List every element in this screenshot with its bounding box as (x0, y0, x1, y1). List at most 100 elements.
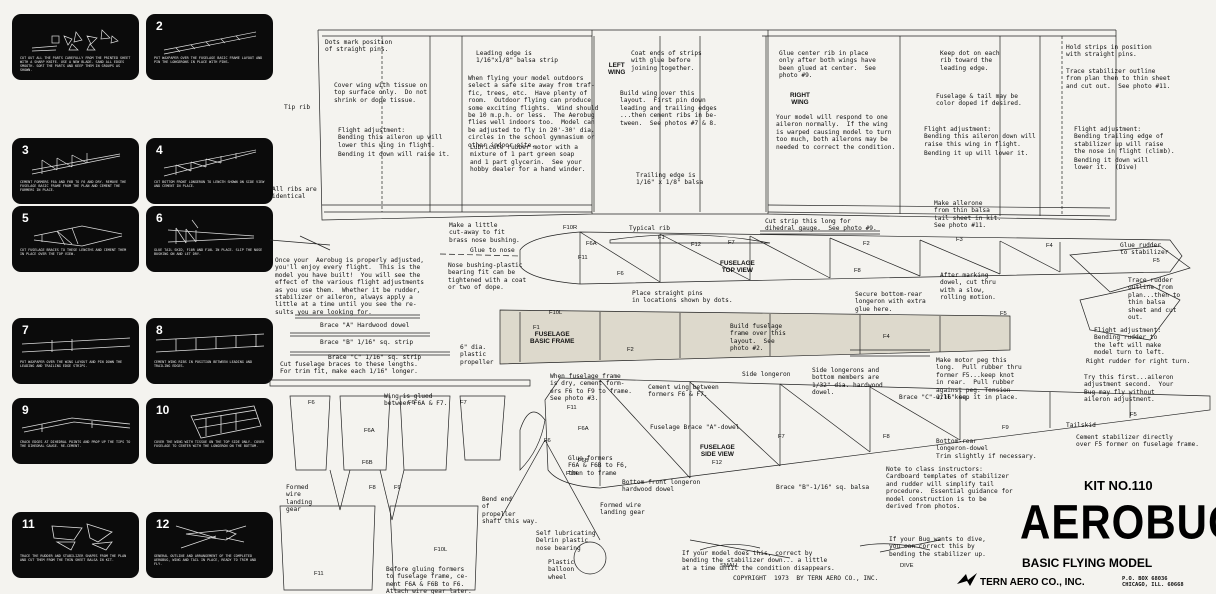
glue-to-nose-note: Glue to nose (470, 247, 515, 254)
part-f6b-side: F6B (578, 458, 589, 464)
part-f12-side: F12 (712, 460, 722, 466)
brace-a-label: Brace "A" Hardwood dowel (320, 322, 410, 329)
tailskid-label: Tailskid (1066, 422, 1096, 429)
part-f1-frame: F1 (533, 325, 540, 331)
coat-ends-note: Coat ends of strips with glue before joi… (631, 50, 702, 72)
place-pins-note: Place straight pins in locations shown b… (632, 290, 733, 305)
copyright: COPYRIGHT 1973 BY TERN AERO CO., INC. (733, 575, 879, 582)
photo-caption: CEMENT WING RIBS IN POSITION BETWEEN LEA… (154, 360, 252, 369)
photo-step-9: 9 CRACK EDGES AT DIHEDRAL POINTS AND PRO… (12, 398, 139, 464)
cut-braces-note: Cut fuselage braces to these lengths. Fo… (280, 361, 418, 376)
self-lubricating-note: Self lubricating Delrin plastic nose bea… (536, 530, 596, 552)
part-f6a-top: F6A (586, 241, 597, 247)
build-wing-note: Build wing over this layout. First pin d… (620, 90, 717, 127)
bend-down-left: Bending it down will raise it. (338, 151, 450, 158)
photo-caption: TRACE THE RUDDER AND STABILIZER SHAPES F… (20, 554, 127, 563)
company-name: TERN AERO CO., INC. (980, 577, 1085, 588)
typical-rib (609, 234, 771, 244)
build-frame-note: Build fuselage frame over this layout. S… (730, 323, 786, 353)
part-f8-sheet: F8 (369, 485, 376, 491)
class-instructors-note: Note to class instructors: Cardboard tem… (886, 466, 1013, 511)
properly-adjusted-note: Once your Aerobug is properly adjusted, … (275, 257, 425, 316)
hold-strips-note: Hold strips in position with straight pi… (1066, 44, 1152, 59)
make-motor-peg-note: Make motor peg this long. Pull rubber th… (936, 357, 1022, 402)
part-f1-top: F1 (658, 235, 665, 241)
all-ribs-note: All ribs are identical (272, 186, 317, 201)
side-longerons-note: Side longerons and bottom members are 1/… (812, 367, 883, 397)
dots-mark-note: Dots mark position of straight pins. (325, 39, 393, 54)
photo-number: 5 (22, 211, 29, 225)
leading-edge-note: Leading edge is 1/16"x1/8" balsa strip (476, 50, 558, 65)
tip-rib-label: Tip rib (284, 104, 311, 111)
part-f8-top: F8 (854, 268, 861, 274)
part-f6b-sheet-top: F6 (408, 400, 415, 406)
photo-number: 8 (156, 323, 163, 337)
bend-up-right: Bending it up will lower it. (924, 150, 1029, 157)
kit-number: KIT NO.110 (1084, 478, 1153, 493)
lubricate-note: Lubricate rubber motor with a mixture of… (470, 144, 586, 174)
keep-dot-note: Keep dot on each rib toward the leading … (940, 50, 1000, 72)
wing-outline (317, 29, 1117, 221)
bottom-rear-note: Bottom-rear longeron-dowel Trim slightly… (936, 438, 1037, 460)
make-cutaway-note: Make a little cut-away to fit brass nose… (449, 222, 520, 244)
photo-step-3: 3 CEMENT FORMERS F6A AND F6B TO F6 AND D… (12, 138, 139, 204)
respond-note: Your model will respond to one aileron n… (776, 114, 896, 151)
tern-logo-icon (957, 573, 977, 586)
typical-rib-label: Typical rib (629, 225, 670, 232)
trace-stabilizer-note: Trace stabilizer outline from plan then … (1066, 68, 1171, 90)
flight-adjust-left: Flight adjustment: Bending this aileron … (338, 127, 443, 149)
photo-caption: CUT FUSELAGE BRACES TO THESE LENGTHS AND… (20, 248, 127, 257)
part-f10l-sheet: F10L (434, 547, 448, 553)
make-allerone-note: Make allerone from thin balsa tail sheet… (934, 200, 1002, 230)
photo-number: 10 (156, 403, 170, 417)
part-f9-sheet: F9 (394, 485, 401, 491)
if-dive-note: If your Bug wants to dive, you can corre… (889, 536, 986, 558)
photo-number: 11 (22, 517, 35, 531)
part-f4-frame: F4 (883, 334, 890, 340)
try-first-note: Try this first...aileron adjustment seco… (1084, 374, 1174, 404)
balloon-wheel-note: Plastic balloon wheel (548, 559, 575, 581)
part-f6-side: F6 (544, 438, 551, 444)
glue-formers-note: Glue formers F6A & F6B to F6, then to fr… (568, 455, 628, 477)
photo-step-5: 5 CUT FUSELAGE BRACES TO THESE LENGTHS A… (12, 206, 139, 272)
photo-step-12: 12 GENERAL OUTLINE AND ARRANGEMENT OF TH… (146, 512, 273, 578)
side-longeron-label: Side longeron (742, 371, 791, 378)
company-address: P.O. BOX 68036 CHICAGO, ILL. 60668 (1122, 576, 1184, 588)
part-f7-sheet: F7 (460, 400, 467, 406)
secure-bottom-note: Secure bottom-rear longeron with extra g… (855, 291, 926, 313)
part-f10l-side: F10L (566, 471, 580, 477)
wing-glued-note: Wing is glued between F6A & F7. (384, 393, 448, 408)
trace-rudder-note: Trace rudder outline from plan...then to… (1128, 277, 1181, 322)
photo-number: 6 (156, 211, 163, 225)
photo-number: 4 (156, 143, 163, 157)
part-f2-frame: F2 (627, 347, 634, 353)
photo-caption: GENERAL OUTLINE AND ARRANGEMENT OF THE C… (154, 554, 257, 567)
photo-caption: CRACK EDGES AT DIHEDRAL POINTS AND PROP … (20, 440, 131, 449)
brace-c-label: Brace "C" 1/16" sq. strip (328, 354, 422, 361)
photo-step-6: 6 GLUE TAIL SKID, F10R AND F10L IN PLACE… (146, 206, 273, 272)
right-rudder-note: Right rudder for right turn. (1086, 358, 1191, 365)
right-wing-label: RIGHT WING (790, 92, 810, 107)
glue-rudder-note: Glue rudder to stabilizer (1120, 242, 1169, 257)
part-f6: F6 (617, 271, 624, 277)
dive-label: DIVE (900, 563, 914, 569)
cover-wing-note: Cover wing with tissue on top surface on… (334, 82, 428, 104)
cut-strip-note: Cut strip this long for dihedral gauge. … (765, 218, 877, 233)
model-subtitle: BASIC FLYING MODEL (1022, 556, 1153, 570)
rudder-adjust-note: Flight adjustment: Bending rudder to the… (1094, 327, 1165, 357)
formed-wire-lg-note-2: Formed wire landing gear (600, 502, 645, 517)
trailing-edge-note: Trailing edge is 1/16" x 1/8" balsa (636, 172, 704, 187)
basic-frame-label: FUSELAGE BASIC FRAME (530, 331, 575, 346)
photo-number: 2 (156, 19, 163, 33)
photo-step-2: 2 PUT WAXPAPER OVER THE FUSELAGE BASIC F… (146, 14, 273, 80)
nose-bushing-note: Nose bushing-plastic bearing fit can be … (448, 262, 527, 292)
photo-step-11: 11 TRACE THE RUDDER AND STABILIZER SHAPE… (12, 512, 139, 578)
photo-caption: CEMENT FORMERS F6A AND F6B TO F6 AND DRY… (20, 180, 127, 193)
cement-stab-note: Cement stabilizer directly over F5 forme… (1076, 434, 1199, 449)
photo-caption: GLUE TAIL SKID, F10R AND F10L IN PLACE. … (154, 248, 263, 257)
fuselage-color-note: Fuselage & tail may be color doped if de… (936, 93, 1022, 108)
part-f11-top: F11 (578, 255, 588, 261)
brace-c-sq-label: Brace "C"-1/16" sq. (899, 394, 970, 401)
